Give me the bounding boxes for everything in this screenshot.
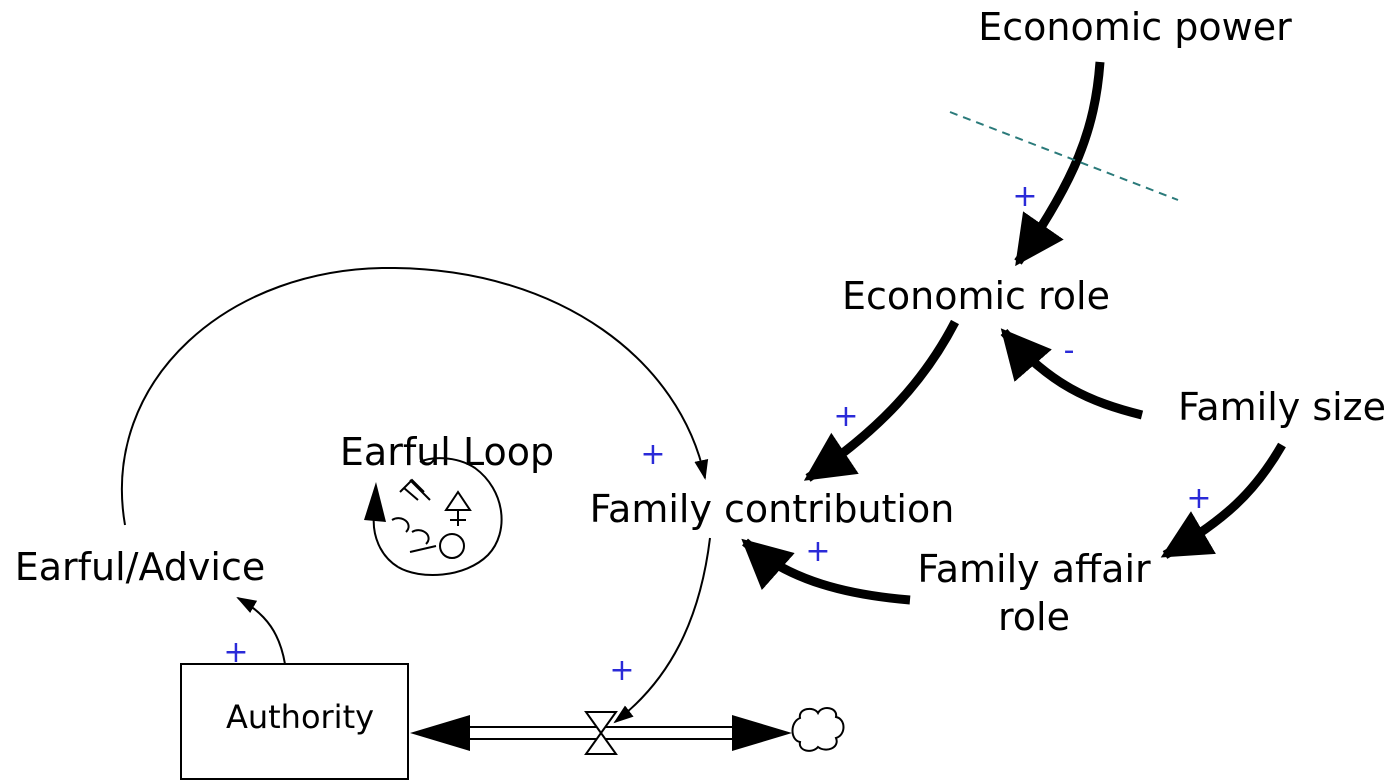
node-family-affair-role-line1: Family affair <box>917 547 1151 591</box>
authority-stock-box <box>180 663 409 780</box>
node-earful-advice: Earful/Advice <box>15 545 266 589</box>
node-economic-role: Economic role <box>842 274 1110 318</box>
loop-name-label: Earful Loop <box>340 430 554 474</box>
loop-indicator-icon <box>364 457 503 576</box>
link-size-to-econ-role <box>1000 328 1144 420</box>
link-authority-to-earful <box>236 597 286 665</box>
node-economic-power: Economic power <box>978 5 1292 49</box>
node-family-contribution: Family contribution <box>590 487 955 531</box>
polarity-authority-to-earful: + <box>223 635 248 670</box>
polarity-size-to-econ-role: - <box>1064 333 1075 368</box>
link-econ-role-to-contribution <box>803 319 959 482</box>
link-power-to-econ-role <box>1014 61 1105 267</box>
flow-arrow-to-authority <box>410 715 470 751</box>
node-family-affair-role-line2: role <box>998 595 1070 639</box>
link-size-to-affair-role <box>1160 442 1286 559</box>
link-earful-to-contribution <box>120 266 709 526</box>
cloud-sink-icon <box>791 707 845 752</box>
node-family-size: Family size <box>1178 385 1386 429</box>
flow-valve-icon <box>584 711 618 755</box>
link-affair-role-to-contribution <box>741 538 911 605</box>
polarity-size-to-affair-role: + <box>1186 481 1211 516</box>
polarity-econ-role-to-contribution: + <box>833 399 858 434</box>
polarity-power-to-econ-role: + <box>1012 179 1037 214</box>
polarity-contribution-to-flow: + <box>609 653 634 688</box>
link-contribution-to-flow <box>613 537 711 724</box>
polarity-earful-to-contribution: + <box>640 437 665 472</box>
dashed-delay-mark <box>949 111 1179 201</box>
node-authority: Authority <box>226 698 374 736</box>
polarity-affair-role-to-contribution: + <box>805 534 830 569</box>
flow-arrow-to-sink <box>732 715 792 751</box>
